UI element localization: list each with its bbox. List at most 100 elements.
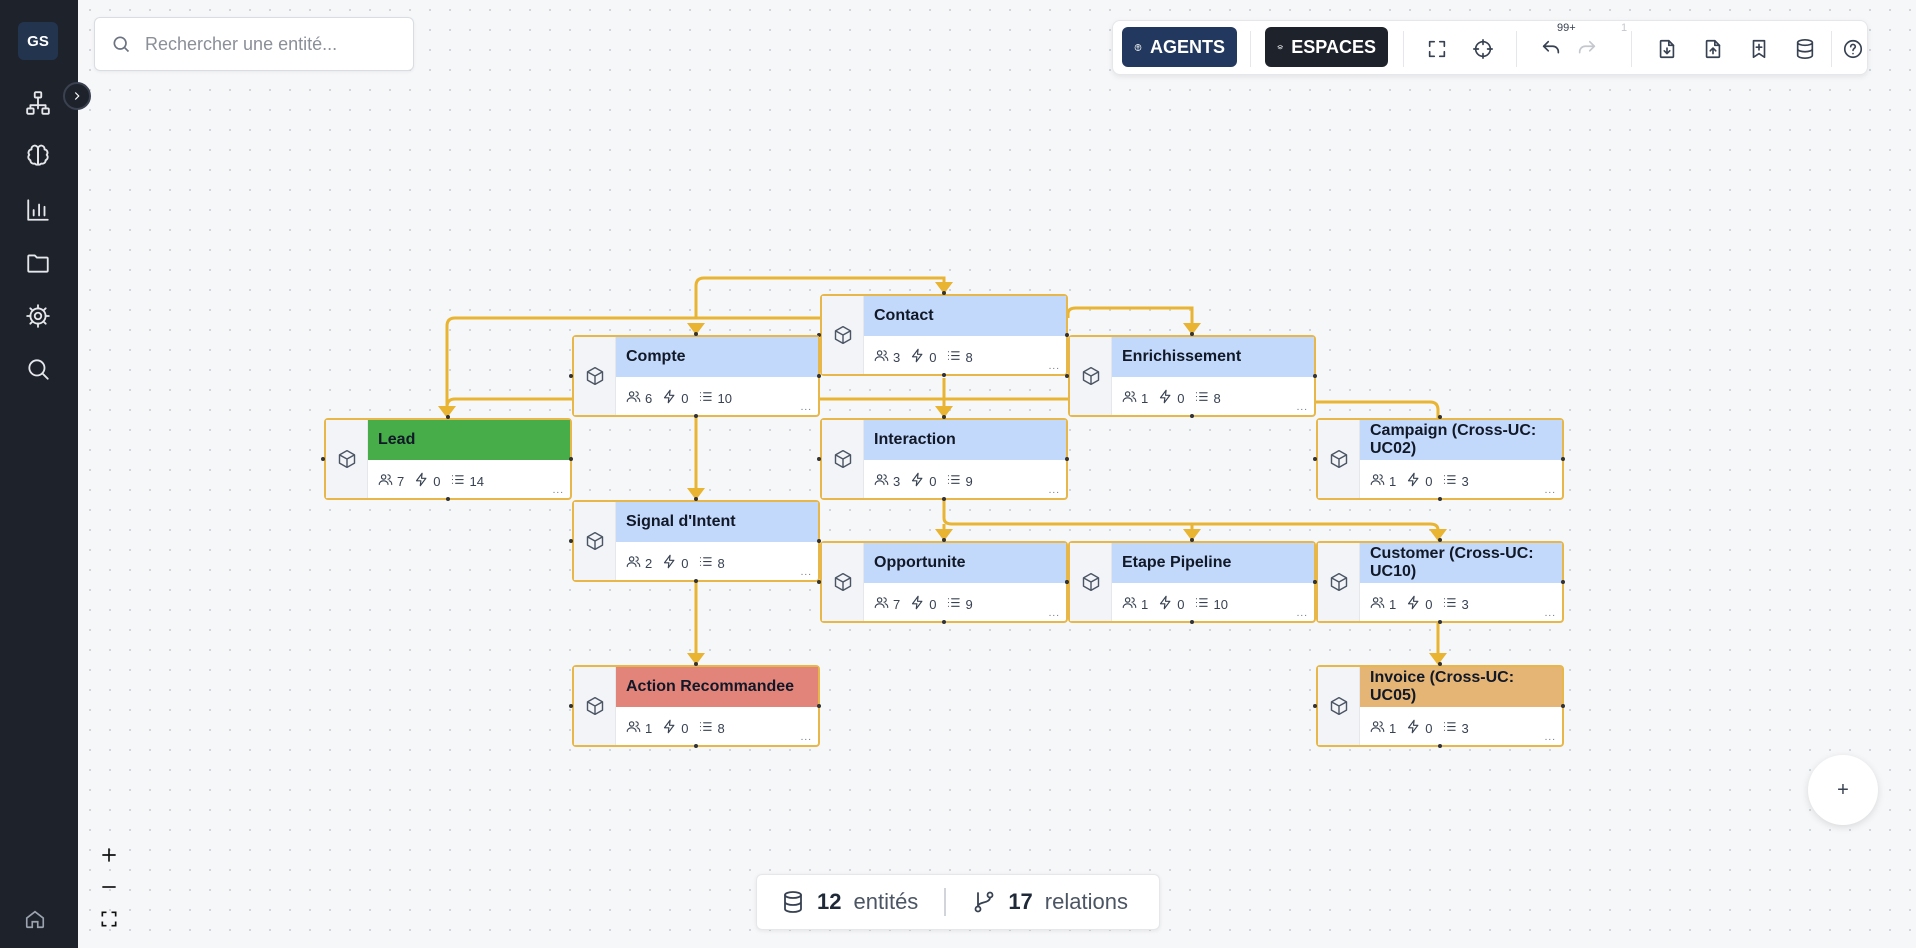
connection-handle[interactable] — [1438, 662, 1442, 666]
connection-handle[interactable] — [1561, 580, 1565, 584]
zoom-in-icon[interactable] — [97, 843, 121, 867]
more-icon[interactable]: ... — [1544, 608, 1556, 619]
import-file-icon[interactable] — [1653, 35, 1681, 63]
avatar[interactable]: GS — [18, 22, 58, 60]
more-icon[interactable]: ... — [552, 485, 564, 496]
connection-handle[interactable] — [694, 497, 698, 501]
sidebar-toggle-button[interactable] — [63, 82, 91, 110]
connection-handle[interactable] — [1190, 332, 1194, 336]
connection-handle[interactable] — [942, 291, 946, 295]
zoom-out-icon[interactable] — [97, 875, 121, 899]
connection-handle[interactable] — [817, 333, 821, 337]
chart-icon[interactable] — [21, 193, 55, 227]
connection-handle[interactable] — [1190, 620, 1194, 624]
more-icon[interactable]: ... — [1048, 485, 1060, 496]
connection-handle[interactable] — [694, 662, 698, 666]
connection-handle[interactable] — [942, 373, 946, 377]
bookmark-icon[interactable] — [1745, 35, 1773, 63]
help-icon[interactable] — [1839, 35, 1867, 63]
connection-handle[interactable] — [1065, 580, 1069, 584]
connection-handle[interactable] — [1561, 704, 1565, 708]
connection-handle[interactable] — [817, 374, 821, 378]
more-icon[interactable]: ... — [800, 402, 812, 413]
connection-handle[interactable] — [1313, 374, 1317, 378]
undo-icon[interactable] — [1537, 35, 1565, 63]
connection-handle[interactable] — [321, 457, 325, 461]
redo-icon[interactable] — [1573, 35, 1601, 63]
connection-handle[interactable] — [817, 457, 821, 461]
connection-handle[interactable] — [694, 579, 698, 583]
connection-handle[interactable] — [1065, 374, 1069, 378]
more-icon[interactable]: ... — [1296, 402, 1308, 413]
agents-button[interactable]: AGENTS — [1122, 27, 1237, 67]
connection-handle[interactable] — [1438, 497, 1442, 501]
gear-icon[interactable] — [21, 299, 55, 333]
connection-handle[interactable] — [694, 744, 698, 748]
crosshair-icon[interactable] — [1469, 35, 1497, 63]
connection-handle[interactable] — [1313, 580, 1317, 584]
more-icon[interactable]: ... — [1544, 732, 1556, 743]
connection-handle[interactable] — [817, 580, 821, 584]
more-icon[interactable]: ... — [800, 567, 812, 578]
connection-handle[interactable] — [1438, 538, 1442, 542]
cube-icon — [1318, 420, 1360, 498]
connection-handle[interactable] — [446, 497, 450, 501]
connection-handle[interactable] — [1561, 457, 1565, 461]
connection-handle[interactable] — [1065, 457, 1069, 461]
connection-handle[interactable] — [1065, 333, 1069, 337]
more-icon[interactable]: ... — [1048, 361, 1060, 372]
search-icon[interactable] — [21, 352, 55, 386]
connection-handle[interactable] — [942, 620, 946, 624]
home-icon[interactable] — [24, 908, 48, 932]
connection-handle[interactable] — [569, 457, 573, 461]
connection-handle[interactable] — [569, 374, 573, 378]
connection-handle[interactable] — [817, 539, 821, 543]
sitemap-icon[interactable] — [21, 86, 55, 120]
database-icon[interactable] — [1791, 35, 1819, 63]
actions-count: 0 — [681, 555, 689, 571]
relation-edge[interactable] — [1066, 306, 1194, 326]
relation-edge[interactable] — [445, 397, 572, 410]
more-icon[interactable]: ... — [1544, 485, 1556, 496]
relation-edge[interactable] — [942, 498, 1440, 533]
connection-handle[interactable] — [942, 538, 946, 542]
connection-handle[interactable] — [1438, 620, 1442, 624]
export-file-icon[interactable] — [1699, 35, 1727, 63]
add-entity-button[interactable]: + — [1808, 755, 1878, 825]
connection-handle[interactable] — [1313, 457, 1317, 461]
folder-icon[interactable] — [21, 246, 55, 280]
connection-handle[interactable] — [942, 497, 946, 501]
connection-handle[interactable] — [817, 704, 821, 708]
connection-handle[interactable] — [1438, 744, 1442, 748]
brain-icon[interactable] — [21, 140, 55, 174]
connection-handle[interactable] — [1190, 538, 1194, 542]
more-icon[interactable]: ... — [1048, 608, 1060, 619]
more-icon[interactable]: ... — [800, 732, 812, 743]
connection-handle[interactable] — [1313, 704, 1317, 708]
connection-handle[interactable] — [569, 539, 573, 543]
espaces-button[interactable]: ESPACES — [1265, 27, 1388, 67]
fullscreen-icon[interactable] — [1423, 35, 1451, 63]
fit-view-icon[interactable] — [97, 907, 121, 931]
more-icon[interactable]: ... — [1296, 608, 1308, 619]
connection-handle[interactable] — [1438, 415, 1442, 419]
connection-handle[interactable] — [446, 415, 450, 419]
connection-handle[interactable] — [569, 704, 573, 708]
connection-handle[interactable] — [694, 414, 698, 418]
connection-handle[interactable] — [942, 415, 946, 419]
connection-handle[interactable] — [1190, 414, 1194, 418]
search-input[interactable] — [145, 33, 405, 55]
connection-handle[interactable] — [694, 332, 698, 336]
